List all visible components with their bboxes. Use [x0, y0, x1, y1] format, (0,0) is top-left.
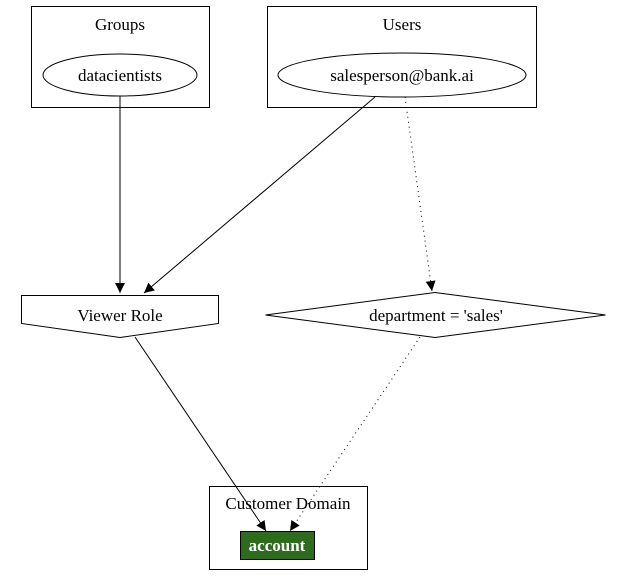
cluster-users-label: Users	[383, 15, 422, 34]
node-account: account	[240, 531, 315, 560]
node-department-filter: department = 'sales'	[265, 291, 606, 339]
edge-viewer-role-to-account	[134, 336, 267, 532]
node-salesperson: salesperson@bank.ai	[277, 52, 527, 98]
node-viewer-role-label: Viewer Role	[77, 306, 162, 325]
node-viewer-role: Viewer Role	[21, 295, 219, 339]
node-account-label: account	[249, 536, 306, 555]
node-department-filter-diamond	[265, 291, 606, 339]
cluster-customer-domain-label: Customer Domain	[225, 494, 351, 513]
cluster-groups-label: Groups	[95, 15, 145, 34]
node-department-filter-label: department = 'sales'	[369, 306, 503, 325]
edge-salesperson-to-department-filter	[404, 96, 436, 292]
node-salesperson-label: salesperson@bank.ai	[330, 66, 474, 85]
node-datacientists-ellipse	[42, 53, 198, 97]
node-datacientists-label: datacientists	[78, 66, 162, 85]
node-viewer-role-shape	[21, 295, 219, 339]
node-account-box	[240, 531, 315, 560]
node-datacientists: datacientists	[42, 53, 198, 97]
edge-salesperson-to-viewer-role	[143, 96, 376, 294]
node-salesperson-ellipse	[277, 52, 527, 98]
